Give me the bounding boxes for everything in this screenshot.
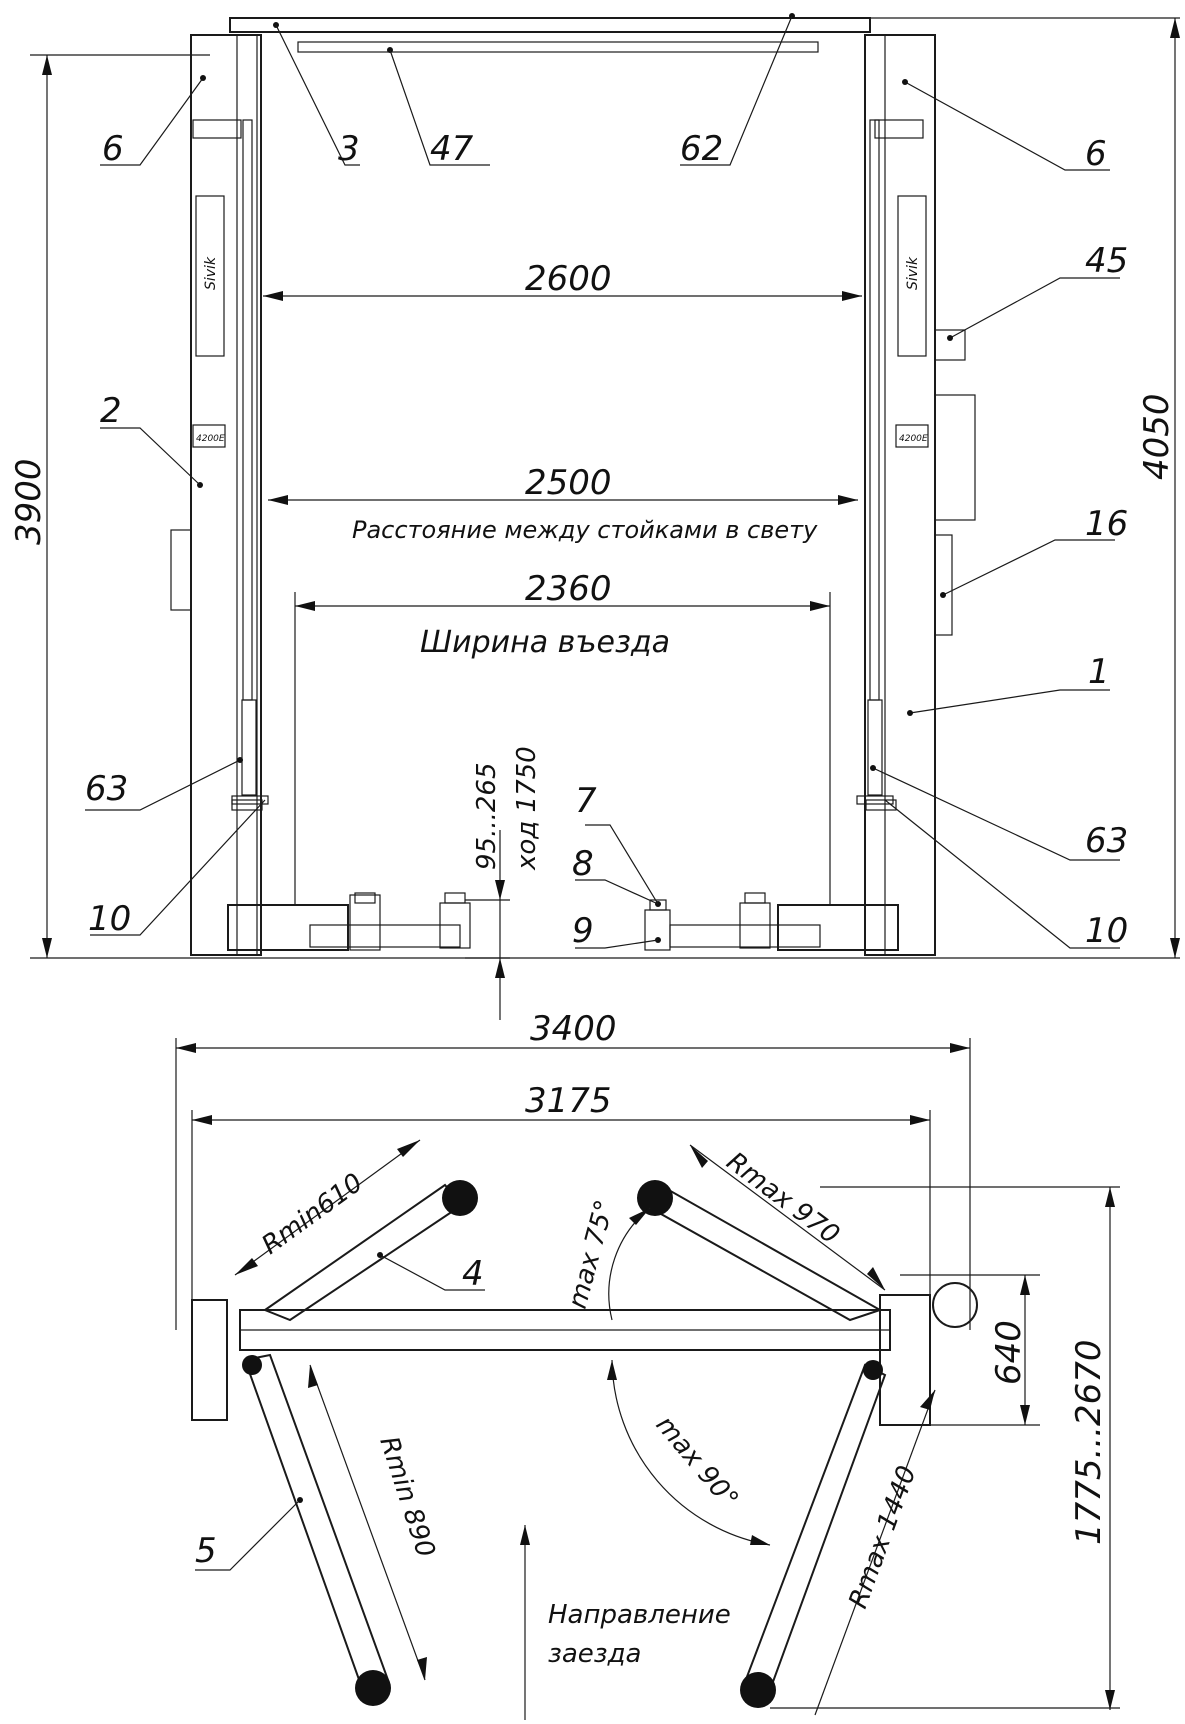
- dim-2360: 2360 Ширина въезда: [294, 569, 831, 905]
- callout-9: 9: [572, 911, 594, 951]
- max90-label: max 90°: [650, 1410, 744, 1514]
- dim-2500-label: 2500: [525, 463, 612, 503]
- callout-45: 45: [1085, 241, 1128, 281]
- callout-63-right: 63: [1085, 821, 1128, 861]
- dim-rmax1440: Rmax 1440: [814, 1389, 936, 1716]
- dim-2360-label: 2360: [525, 569, 612, 609]
- arm-short-right: [637, 1180, 883, 1322]
- dim-4050: 4050: [1137, 18, 1180, 958]
- dim-3900: 3900: [9, 55, 52, 958]
- left-model-plate: 4200E: [196, 434, 225, 444]
- dim-640: 640: [900, 1274, 1040, 1426]
- callout-10-left: 10: [88, 899, 131, 939]
- dim-rmin890: Rmin 890: [308, 1364, 441, 1681]
- callout-4-label: 4: [462, 1254, 484, 1294]
- right-model-plate: 4200E: [899, 434, 928, 444]
- callout-63-left: 63: [85, 769, 128, 809]
- clear-width-caption: Расстояние между стойками в свету: [352, 516, 818, 544]
- arm-long-right: [740, 1360, 887, 1708]
- callout-6-left: 6: [102, 129, 124, 169]
- top-beam: [229, 13, 871, 53]
- lift-arms-front: [227, 892, 899, 951]
- dim-2600: 2600: [263, 259, 862, 301]
- callout-1: 1: [1088, 652, 1110, 692]
- right-brand: Sivik: [905, 256, 921, 290]
- dim-rmax970: Rmax 970: [689, 1144, 886, 1291]
- angle-max75: max 75°: [563, 1197, 651, 1321]
- callout-5: 5: [195, 1497, 303, 1571]
- dim-3175-label: 3175: [525, 1081, 612, 1121]
- callout-4: 4: [377, 1252, 485, 1294]
- top-view: 3400 3175: [175, 1009, 1120, 1720]
- callout-47: 47: [430, 129, 474, 169]
- callout-16: 16: [1085, 504, 1128, 544]
- right-column: Sivik 4200E: [864, 34, 976, 956]
- height-3900-label: 3900: [9, 458, 49, 545]
- height-4050-label: 4050: [1137, 393, 1177, 480]
- rmax970-label: Rmax 970: [721, 1147, 845, 1251]
- front-callouts: 6 3 47 62 6 45 2 16 1 63: [85, 15, 1128, 951]
- left-column: Sivik 4200E: [170, 34, 263, 956]
- dim-rmin610: Rmin610: [234, 1139, 421, 1276]
- arm-short-left: [262, 1180, 478, 1322]
- dim-2500: 2500 Расстояние между стойками в свету: [268, 463, 858, 544]
- front-view: Sivik 4200E Sivik 4200E: [9, 13, 1180, 1020]
- dim-3400-label: 3400: [530, 1009, 617, 1049]
- dim-3400: 3400: [175, 1009, 971, 1330]
- left-brand: Sivik: [203, 256, 219, 290]
- callout-7: 7: [575, 781, 597, 821]
- max75-label: max 75°: [563, 1197, 621, 1312]
- dim-640-label: 640: [989, 1320, 1029, 1385]
- callout-62: 62: [680, 129, 723, 169]
- callout-2: 2: [100, 391, 122, 431]
- direction-arrow: Направление заезда: [520, 1525, 731, 1720]
- direction-line1: Направление: [548, 1600, 731, 1630]
- rmin890-label: Rmin 890: [373, 1433, 440, 1561]
- reach-label: 1775...2670: [1069, 1340, 1109, 1545]
- rmin610-label: Rmin610: [256, 1168, 368, 1261]
- dim-3175: 3175: [191, 1081, 931, 1350]
- pad-height-label: 95...265: [472, 762, 502, 870]
- dim-reach: 1775...2670: [770, 1186, 1120, 1710]
- stroke-label: ход 1750: [512, 746, 542, 871]
- callout-6-right: 6: [1085, 134, 1107, 174]
- direction-line2: заезда: [548, 1639, 642, 1669]
- dim-pad-height: 95...265 ход 1750: [465, 746, 542, 1020]
- rmax1440-label: Rmax 1440: [843, 1462, 922, 1612]
- angle-max90: max 90°: [607, 1359, 771, 1546]
- callout-10-right: 10: [1085, 911, 1128, 951]
- dim-2600-label: 2600: [525, 259, 612, 299]
- callout-3: 3: [338, 129, 360, 169]
- callout-8: 8: [572, 844, 594, 884]
- callout-5-label: 5: [195, 1531, 217, 1571]
- drive-width-caption: Ширина въезда: [420, 625, 670, 660]
- arm-long-left: [242, 1353, 391, 1706]
